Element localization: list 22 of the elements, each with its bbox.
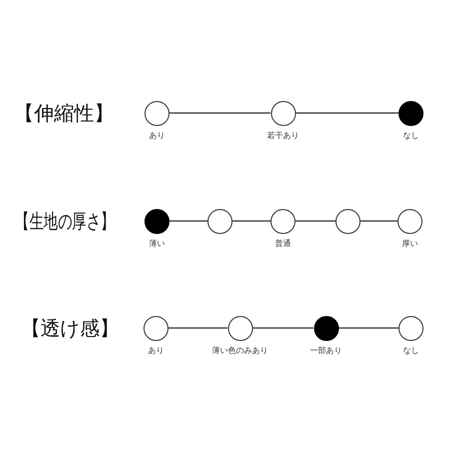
category-heading: 【伸縮性】 bbox=[14, 101, 114, 125]
scale-label: 一部あり bbox=[310, 346, 342, 354]
scale-label: 薄い bbox=[149, 238, 165, 248]
connector-line bbox=[360, 220, 398, 222]
connector-line bbox=[232, 220, 270, 222]
scale-label: あり bbox=[149, 130, 165, 140]
scale-label: 普通 bbox=[275, 238, 291, 248]
connector-line bbox=[170, 220, 208, 222]
connector-line bbox=[296, 220, 336, 222]
connector-line bbox=[170, 112, 270, 114]
category-heading: 【透け感】 bbox=[21, 316, 119, 340]
connector-line bbox=[338, 327, 398, 329]
scale-label: 若干あり bbox=[267, 130, 299, 140]
scale-label: なし bbox=[403, 346, 419, 354]
scale-label: 厚い bbox=[402, 238, 418, 248]
scale-label: あり bbox=[148, 346, 164, 354]
category-heading: 【生地の厚さ】 bbox=[15, 209, 115, 233]
connector-line bbox=[296, 112, 398, 114]
connector-line bbox=[168, 327, 228, 329]
connector-line bbox=[252, 327, 314, 329]
scale-label: 薄い色のみあり bbox=[212, 346, 268, 354]
scale-label: なし bbox=[403, 130, 419, 140]
